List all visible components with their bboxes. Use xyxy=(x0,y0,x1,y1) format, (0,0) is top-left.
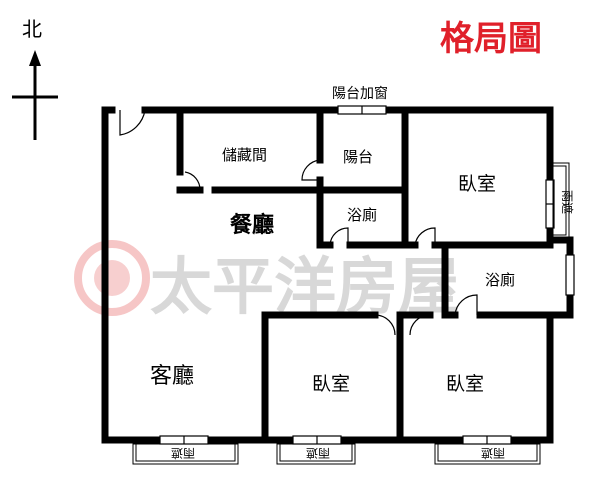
room-label-bath-small: 浴廁 xyxy=(347,206,377,224)
balcony-window-label: 陽台加窗 xyxy=(332,85,388,102)
watermark-text: 太平洋房屋 xyxy=(150,250,460,323)
room-label-storage: 儲藏間 xyxy=(222,146,267,164)
bedroom-middle-door xyxy=(374,314,396,336)
watermark: 太平洋房屋 xyxy=(74,240,460,323)
walls xyxy=(101,106,574,444)
balcony-door xyxy=(301,159,321,181)
room-label-living: 客廳 xyxy=(150,364,194,389)
bedroom-bottom-right-door xyxy=(409,314,431,336)
doors xyxy=(119,109,478,336)
room-label-bath-right: 浴廁 xyxy=(485,271,515,289)
canopy-label-bottom-right: 雨遮 xyxy=(481,446,505,461)
bath-right-door xyxy=(454,294,478,316)
watermark-logo-core-icon xyxy=(94,260,130,296)
room-label-bedroom-middle: 臥室 xyxy=(312,373,350,395)
storage-door xyxy=(184,171,201,191)
bedroom-top-right-door xyxy=(414,227,436,246)
small-bath-door xyxy=(329,227,349,246)
room-label-balcony: 陽台 xyxy=(343,148,373,166)
north-label: 北 xyxy=(22,17,42,41)
canopy-label-bottom-middle: 雨遮 xyxy=(306,446,330,461)
watermark-logo-icon xyxy=(74,240,150,316)
plan-title: 格局圖 xyxy=(440,19,542,59)
room-label-dining: 餐廳 xyxy=(230,212,274,238)
north-arrow-icon xyxy=(12,50,58,140)
canopy-label-right: 雨遮 xyxy=(560,190,575,214)
entrance-door xyxy=(119,109,146,136)
room-label-bedroom-top-right: 臥室 xyxy=(458,173,496,195)
canopies xyxy=(132,162,570,465)
canopy-label-bottom-left: 雨遮 xyxy=(171,446,195,461)
room-label-bedroom-bottom-right: 臥室 xyxy=(446,373,484,395)
